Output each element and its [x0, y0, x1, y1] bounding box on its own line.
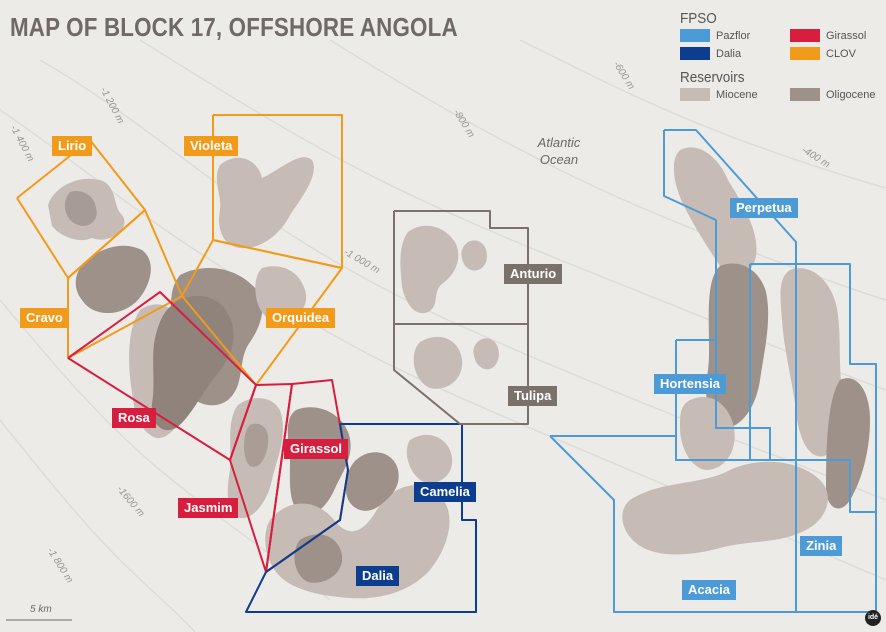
- reservoirs: [48, 147, 870, 599]
- legend-item-pazflor: Pazflor: [680, 29, 750, 42]
- legend-swatch-girassol: [790, 29, 820, 42]
- legend-item-oligocene: Oligocene: [790, 88, 876, 101]
- legend-swatch-dalia: [680, 47, 710, 60]
- legend-fpso-heading: FPSO: [680, 10, 717, 27]
- legend: FPSO Pazflor Girassol Dalia CLOV Reservo…: [680, 10, 880, 108]
- ocean-label-line1: Atlantic: [537, 135, 581, 150]
- field-label-rosa: Rosa: [112, 408, 156, 428]
- field-label-camelia: Camelia: [414, 482, 476, 502]
- field-label-anturio: Anturio: [504, 264, 563, 284]
- reservoir-miocene: [622, 461, 828, 555]
- legend-item-dalia: Dalia: [680, 47, 741, 60]
- field-label-jasmim: Jasmim: [178, 498, 239, 518]
- map-title: MAP OF BLOCK 17, OFFSHORE ANGOLA: [10, 12, 458, 42]
- field-label-perpetua: Perpetua: [730, 198, 798, 218]
- reservoir-oligocene: [346, 452, 399, 511]
- legend-label: Girassol: [826, 29, 867, 42]
- legend-label: Miocene: [716, 88, 758, 101]
- field-label-tulipa: Tulipa: [508, 386, 558, 406]
- legend-swatch-clov: [790, 47, 820, 60]
- reservoir-miocene: [216, 157, 314, 249]
- field-label-violeta: Violeta: [184, 136, 239, 156]
- reservoir-miocene: [413, 336, 463, 389]
- ocean-label: Atlantic Ocean: [524, 134, 594, 168]
- reservoir-miocene: [406, 434, 453, 483]
- field-label-dalia: Dalia: [356, 566, 400, 586]
- contour-line: [329, 39, 886, 301]
- legend-item-girassol: Girassol: [790, 29, 866, 42]
- legend-label: Pazflor: [716, 29, 751, 42]
- contour-line: [0, 419, 196, 632]
- reservoir-miocene: [680, 396, 735, 470]
- reservoir-miocene: [461, 240, 487, 271]
- outline-tulipa: [393, 323, 529, 425]
- scale-label: 5 km: [30, 604, 52, 615]
- reservoir-oligocene: [244, 423, 269, 467]
- contour-line: [39, 59, 886, 501]
- outline-acacia: [549, 435, 797, 613]
- field-label-zinia: Zinia: [800, 536, 843, 556]
- field-label-acacia: Acacia: [682, 580, 736, 600]
- field-label-orquidea: Orquidea: [266, 308, 336, 328]
- legend-item-miocene: Miocene: [680, 88, 758, 101]
- reservoir-oligocene: [75, 245, 151, 314]
- contour-line: [519, 39, 886, 189]
- legend-item-clov: CLOV: [790, 47, 856, 60]
- legend-reservoirs-heading: Reservoirs: [680, 69, 745, 86]
- legend-label: CLOV: [826, 47, 856, 60]
- block-outlines: [16, 114, 877, 613]
- legend-swatch-oligocene: [790, 88, 820, 101]
- reservoir-oligocene: [294, 534, 343, 583]
- reservoir-oligocene: [826, 378, 870, 509]
- ocean-label-line2: Ocean: [539, 152, 579, 167]
- publisher-logo: idé: [865, 610, 881, 626]
- field-label-hortensia: Hortensia: [654, 374, 726, 394]
- reservoir-miocene: [400, 225, 459, 314]
- field-label-cravo: Cravo: [20, 308, 69, 328]
- legend-reservoir-items: Miocene Oligocene: [680, 86, 880, 108]
- field-label-girassol: Girassol: [284, 439, 349, 459]
- outline-dalia: [245, 423, 477, 613]
- contour-line: [139, 39, 886, 391]
- reservoir-oligocene: [64, 190, 97, 227]
- legend-label: Dalia: [716, 47, 742, 60]
- reservoir-oligocene: [287, 407, 351, 515]
- reservoir-miocene: [473, 338, 499, 370]
- reservoir-oligocene: [151, 295, 234, 431]
- legend-swatch-pazflor: [680, 29, 710, 42]
- legend-fpso-items: Pazflor Girassol Dalia CLOV: [680, 27, 880, 67]
- legend-swatch-miocene: [680, 88, 710, 101]
- legend-label: Oligocene: [826, 88, 876, 101]
- field-label-lirio: Lirio: [52, 136, 93, 156]
- reservoir-miocene: [673, 147, 757, 276]
